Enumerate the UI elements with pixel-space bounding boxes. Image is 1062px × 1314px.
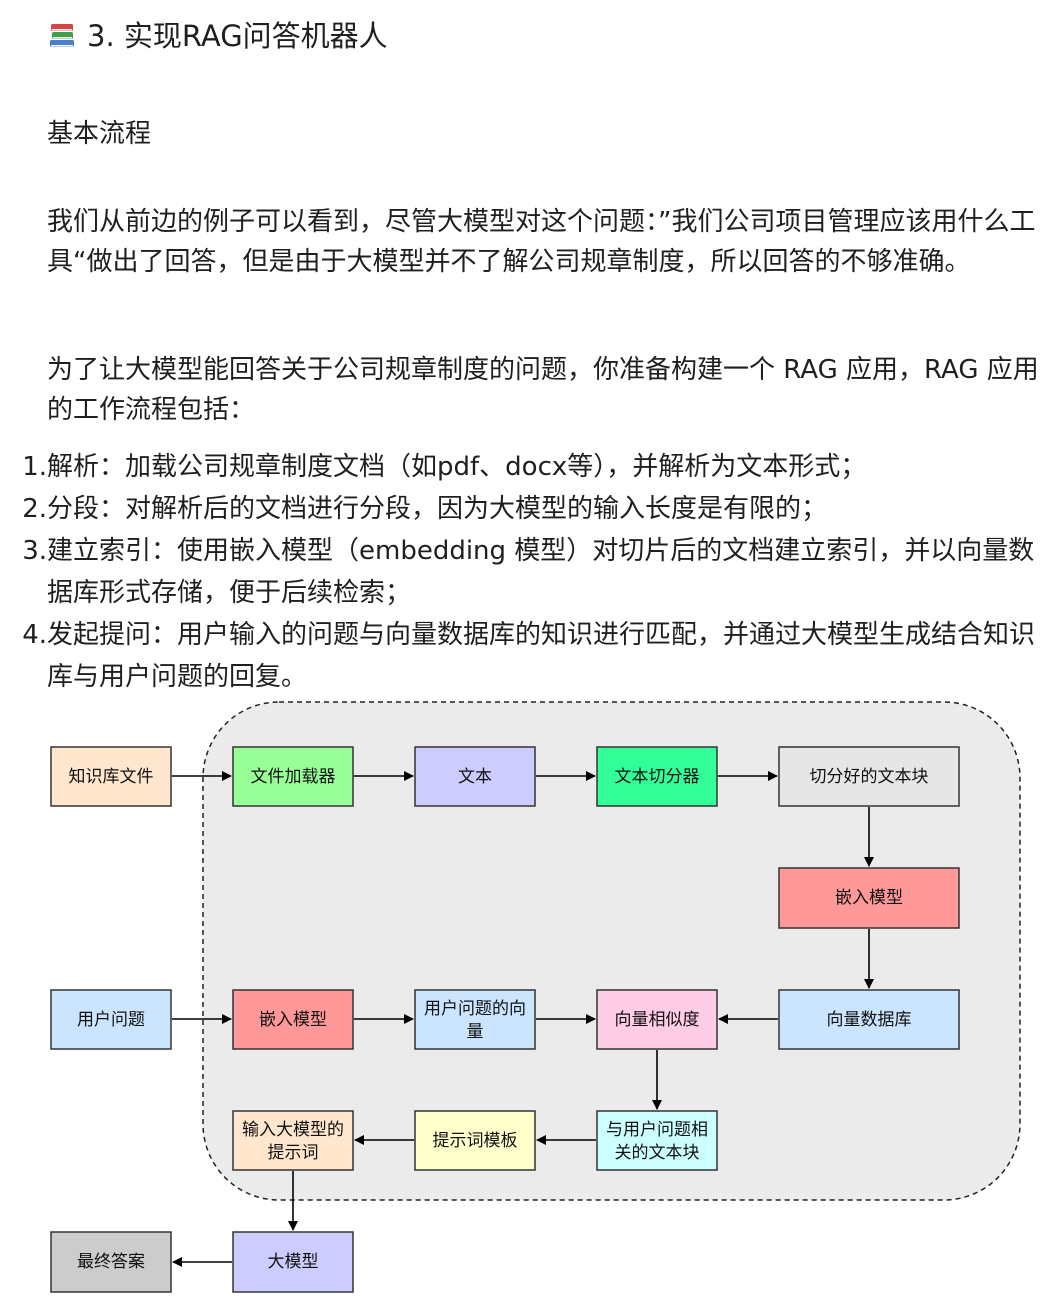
step-text: 分段：对解析后的文档进行分段，因为大模型的输入长度是有限的； <box>47 494 828 524</box>
node-embed-doc-box <box>778 867 960 929</box>
node-prompt-template-label: 提示词模板 <box>433 1131 518 1151</box>
node-question-vector-label-line2: 量 <box>467 1022 484 1042</box>
step-number: 3. <box>22 536 47 566</box>
node-llm-prompt: 输入大模型的 提示词 <box>232 1110 354 1171</box>
node-final-answer: 最终答案 <box>50 1231 172 1293</box>
node-embed-doc-label: 嵌入模型 <box>835 888 903 908</box>
node-loader-box <box>232 746 354 807</box>
node-prompt-template-box <box>414 1110 536 1171</box>
node-similarity-box <box>596 989 718 1050</box>
paragraph-intro: 我们从前边的例子可以看到，尽管大模型对这个问题：”我们公司项目管理应该用什么工具… <box>47 207 1036 277</box>
node-final-answer-label: 最终答案 <box>77 1252 145 1272</box>
node-kb-file: 知识库文件 <box>50 746 172 807</box>
page-title-text: 3. 实现RAG问答机器人 <box>87 19 388 53</box>
node-llm-prompt-label-line2: 提示词 <box>268 1143 319 1163</box>
node-chunks: 切分好的文本块 <box>778 746 960 807</box>
node-prompt-template: 提示词模板 <box>414 1110 536 1171</box>
node-related-chunks-label-line2: 关的文本块 <box>615 1143 700 1163</box>
node-user-question: 用户问题 <box>50 989 172 1050</box>
node-embed-query: 嵌入模型 <box>232 989 354 1050</box>
paragraph-workflow: 为了让大模型能回答关于公司规章制度的问题，你准备构建一个 RAG 应用，RAG … <box>47 355 1039 425</box>
node-kb-file-label: 知识库文件 <box>69 767 154 787</box>
node-question-vector-box <box>414 989 536 1050</box>
node-final-answer-box <box>50 1231 172 1293</box>
node-question-vector: 用户问题的向 量 <box>414 989 536 1050</box>
node-similarity: 向量相似度 <box>596 989 718 1050</box>
step-text: 解析：加载公司规章制度文档（如pdf、docx等），并解析为文本形式； <box>47 452 867 482</box>
step-number: 2. <box>22 494 47 524</box>
page-title: 3. 实现RAG问答机器人 <box>47 14 388 58</box>
list-item: 4.发起提问：用户输入的问题与向量数据库的知识进行匹配，并通过大模型生成结合知识… <box>0 614 1050 698</box>
steps-list: 1.解析：加载公司规章制度文档（如pdf、docx等），并解析为文本形式； 2.… <box>0 446 1050 698</box>
node-embed-doc: 嵌入模型 <box>778 867 960 929</box>
node-chunks-box <box>778 746 960 807</box>
node-llm-prompt-box <box>232 1110 354 1171</box>
node-splitter: 文本切分器 <box>596 746 718 807</box>
node-kb-file-box <box>50 746 172 807</box>
node-embed-query-box <box>232 989 354 1050</box>
node-vector-db-box <box>778 989 960 1050</box>
node-chunks-label: 切分好的文本块 <box>810 767 929 787</box>
node-question-vector-label-line1: 用户问题的向 <box>424 999 526 1019</box>
node-llm: 大模型 <box>232 1231 354 1293</box>
list-item: 2.分段：对解析后的文档进行分段，因为大模型的输入长度是有限的； <box>0 488 1050 530</box>
node-text: 文本 <box>414 746 536 807</box>
node-embed-query-label: 嵌入模型 <box>259 1010 327 1030</box>
node-related-chunks: 与用户问题相 关的文本块 <box>596 1110 718 1171</box>
node-similarity-label: 向量相似度 <box>615 1010 700 1030</box>
node-related-chunks-box <box>596 1110 718 1171</box>
step-number: 4. <box>22 620 47 650</box>
node-llm-box <box>232 1231 354 1293</box>
node-text-box <box>414 746 536 807</box>
node-loader: 文件加载器 <box>232 746 354 807</box>
node-related-chunks-label-line1: 与用户问题相 <box>606 1120 708 1140</box>
step-number: 1. <box>22 452 47 482</box>
books-icon <box>50 24 74 47</box>
node-vector-db-label: 向量数据库 <box>827 1010 912 1030</box>
node-user-question-box <box>50 989 172 1050</box>
section-label: 基本流程 <box>47 119 152 149</box>
node-llm-prompt-label-line1: 输入大模型的 <box>242 1120 344 1140</box>
node-text-label: 文本 <box>458 767 492 787</box>
list-item: 1.解析：加载公司规章制度文档（如pdf、docx等），并解析为文本形式； <box>0 446 1050 488</box>
node-user-question-label: 用户问题 <box>77 1010 145 1030</box>
process-boundary <box>202 701 1021 1201</box>
node-llm-label: 大模型 <box>268 1252 319 1272</box>
step-text: 建立索引：使用嵌入模型（embedding 模型）对切片后的文档建立索引，并以向… <box>47 536 1035 608</box>
node-loader-label: 文件加载器 <box>251 767 336 787</box>
node-splitter-box <box>596 746 718 807</box>
list-item: 3.建立索引：使用嵌入模型（embedding 模型）对切片后的文档建立索引，并… <box>0 530 1050 614</box>
step-text: 发起提问：用户输入的问题与向量数据库的知识进行匹配，并通过大模型生成结合知识库与… <box>47 620 1036 692</box>
node-splitter-label: 文本切分器 <box>615 767 700 787</box>
node-vector-db: 向量数据库 <box>778 989 960 1050</box>
edges <box>172 771 874 1267</box>
